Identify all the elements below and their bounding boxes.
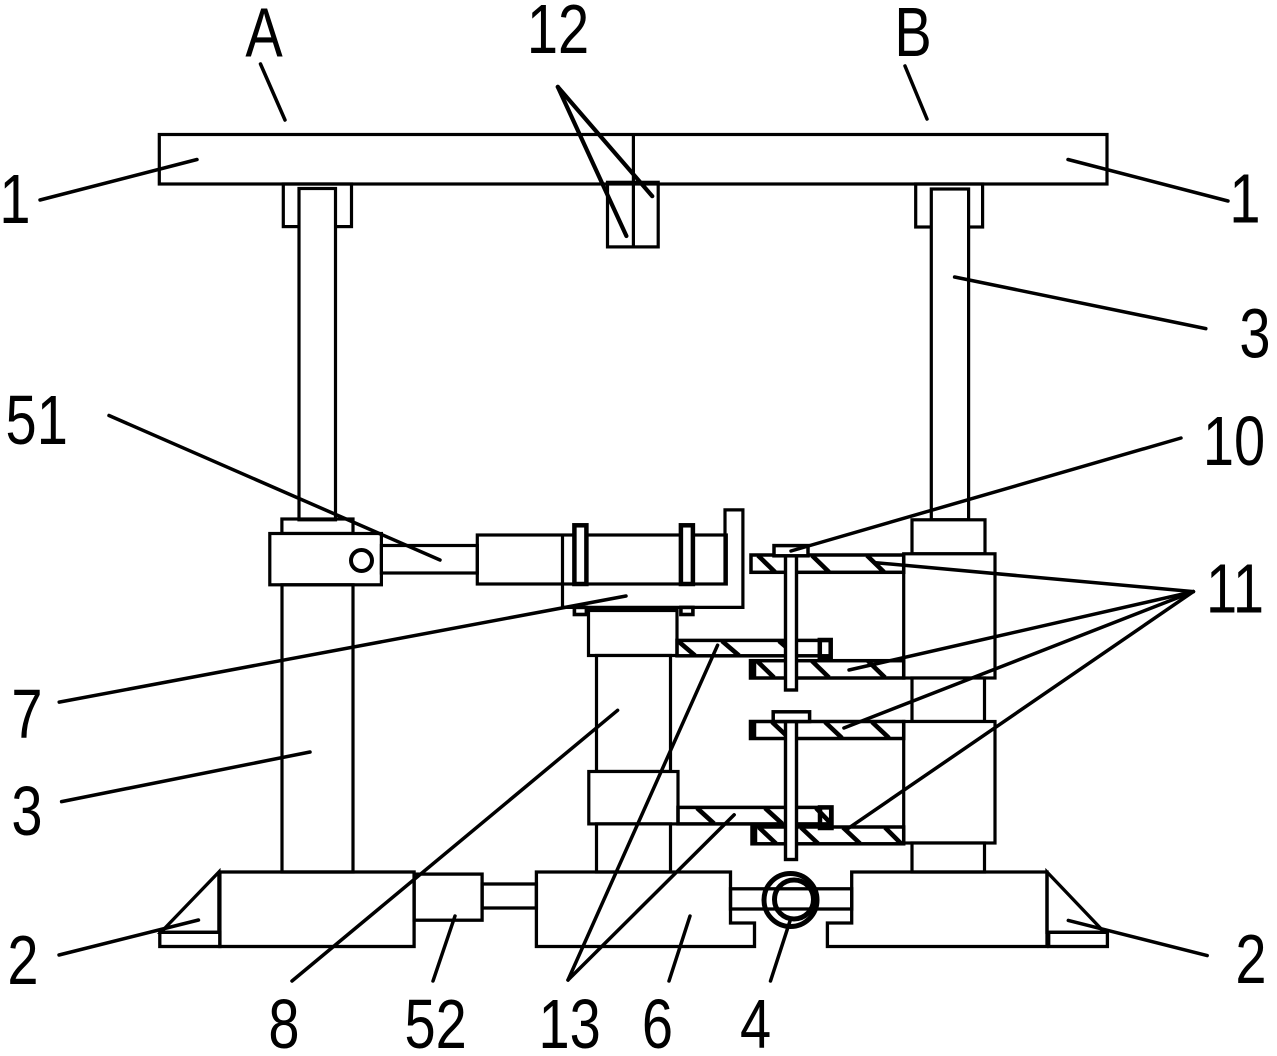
- svg-text:3: 3: [11, 773, 42, 850]
- svg-text:51: 51: [6, 382, 68, 459]
- svg-text:8: 8: [268, 986, 299, 1056]
- svg-text:2: 2: [1235, 921, 1266, 998]
- svg-text:4: 4: [740, 986, 771, 1056]
- svg-text:2: 2: [7, 922, 38, 999]
- svg-text:13: 13: [538, 986, 600, 1056]
- svg-text:12: 12: [527, 0, 589, 68]
- svg-text:52: 52: [404, 986, 466, 1056]
- svg-text:11: 11: [1206, 551, 1264, 628]
- svg-text:A: A: [245, 0, 283, 72]
- svg-text:6: 6: [642, 986, 673, 1056]
- svg-text:B: B: [894, 0, 931, 71]
- svg-text:3: 3: [1239, 295, 1270, 372]
- svg-text:10: 10: [1203, 403, 1265, 480]
- svg-text:1: 1: [0, 161, 31, 238]
- svg-text:7: 7: [11, 676, 42, 753]
- svg-text:1: 1: [1229, 161, 1260, 238]
